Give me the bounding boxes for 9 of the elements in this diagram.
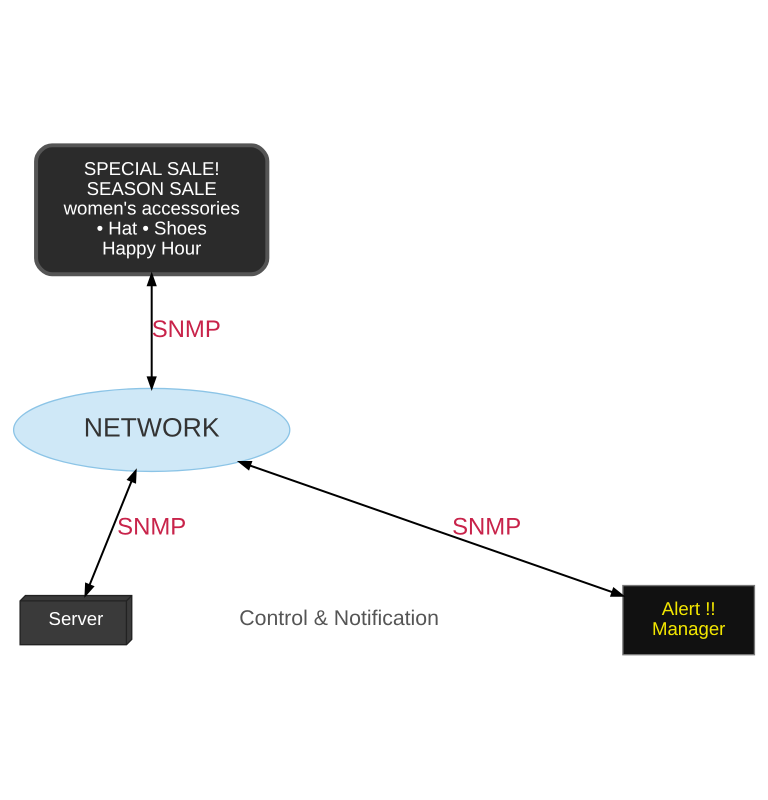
arrow	[84, 468, 137, 598]
arrow	[236, 461, 626, 597]
edge-label: SNMP	[152, 316, 221, 344]
arrow	[146, 272, 157, 392]
node-box: SPECIAL SALE! SEASON SALE women's accessories • Hat • Shoes Happy Hour	[34, 143, 270, 276]
edge-label: SNMP	[117, 513, 186, 540]
label: Control & Notification	[239, 606, 439, 630]
edge-label: SNMP	[452, 513, 522, 540]
node-box: Alert !! Manager	[622, 584, 756, 656]
